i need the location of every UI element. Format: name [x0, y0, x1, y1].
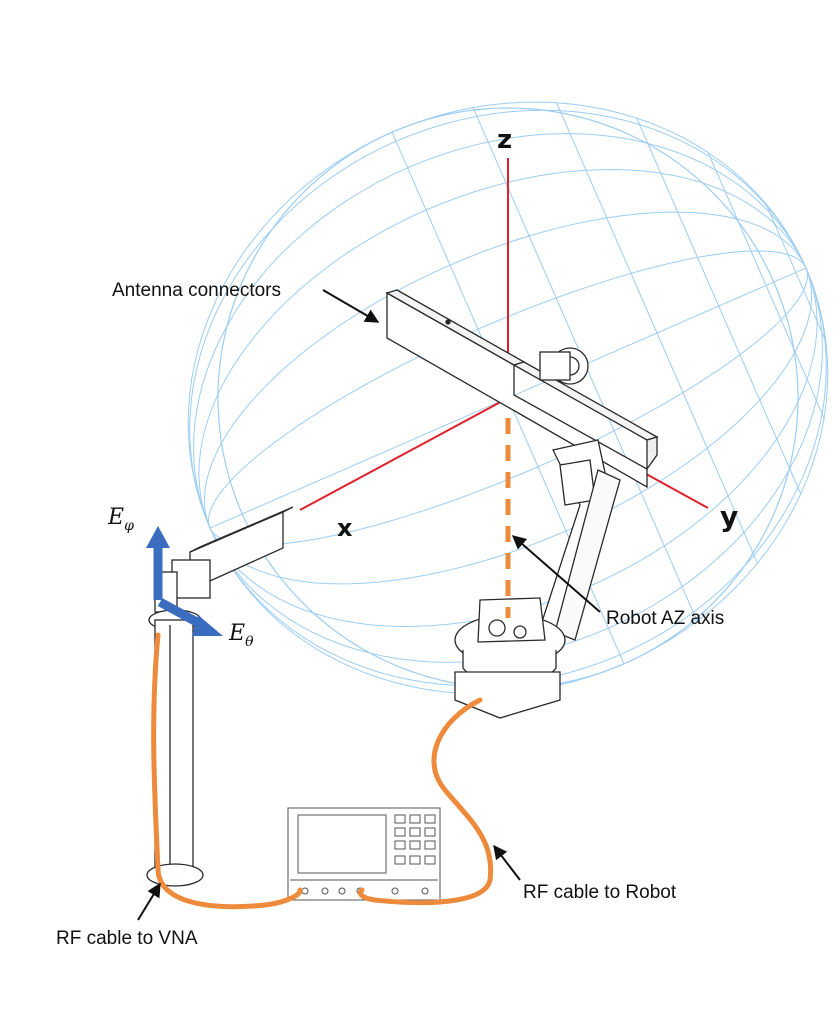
sphere-meridian-line — [189, 109, 807, 529]
e-theta-label: Eθ — [228, 621, 254, 650]
robot-az-axis-pointer — [511, 535, 601, 613]
rf-cable-robot-label: RF cable to Robot — [523, 882, 677, 903]
rf-cable-robot-pointer — [493, 844, 521, 881]
sphere-meridian-line — [187, 101, 807, 529]
vna-instrument — [287, 807, 441, 901]
x-axis-label: x — [337, 514, 353, 542]
y-axis-label: y — [720, 500, 738, 533]
x-axis-line — [299, 397, 509, 511]
sphere-meridian-line — [209, 267, 827, 687]
probe-antenna — [154, 506, 294, 613]
robot-az-axis-label: Robot AZ axis — [606, 608, 724, 629]
sphere-meridian-line — [207, 250, 807, 529]
rf-cable-vna-label: RF cable to VNA — [56, 928, 198, 949]
sphere-meridian-line — [209, 267, 813, 585]
sphere-meridian-line — [209, 267, 829, 695]
rf-cable-vna-pointer — [137, 882, 161, 921]
z-axis-label: z — [497, 125, 512, 155]
rf-cables — [151, 632, 494, 910]
robot-positioner — [385, 289, 659, 719]
field-component-arrows — [146, 526, 223, 636]
probe-mast — [146, 609, 204, 887]
sphere-meridian-line — [198, 168, 807, 529]
sphere-meridian-line — [203, 211, 807, 529]
rf-cable-to-vna — [151, 632, 303, 910]
sphere-meridian-line — [193, 133, 807, 529]
antenna-connectors-label: Antenna connectors — [112, 280, 281, 301]
e-phi-label: Eφ — [107, 505, 134, 534]
sphere-meridian-line — [209, 267, 823, 663]
measurement-sphere-grid — [187, 101, 829, 695]
rf-cable-to-robot — [357, 697, 494, 906]
antenna-connectors-pointer — [322, 289, 380, 323]
antenna-bar — [386, 291, 648, 489]
